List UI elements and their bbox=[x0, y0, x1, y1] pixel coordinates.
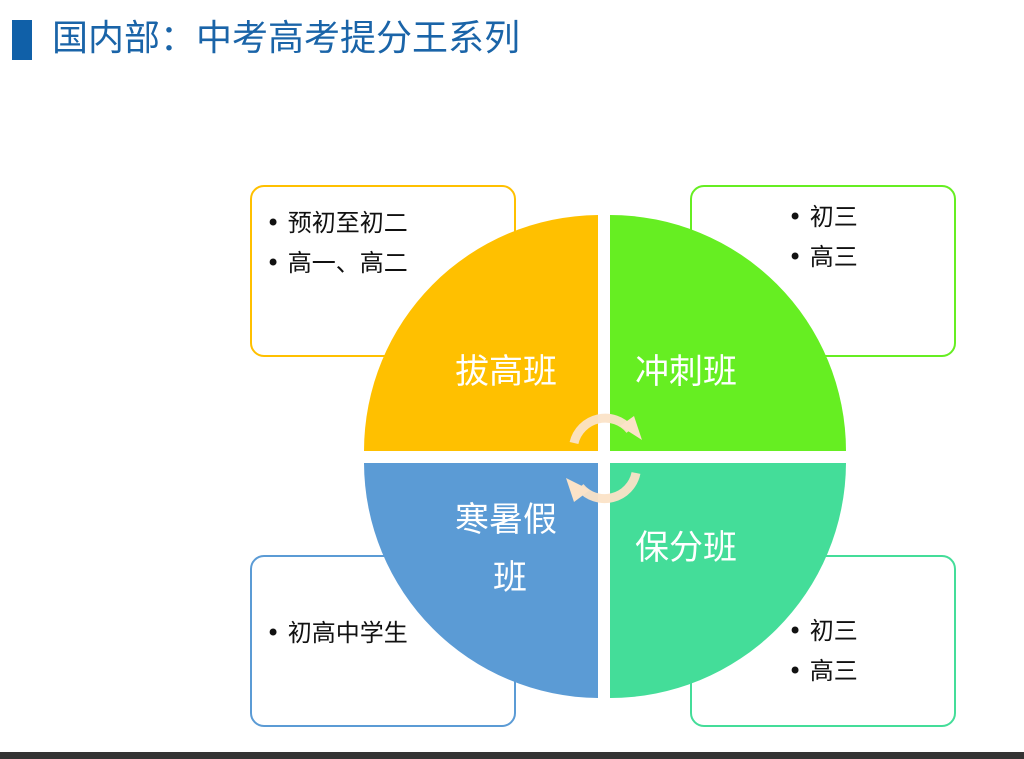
quadrant-bottom-left bbox=[364, 463, 598, 698]
quadrant-top-left bbox=[364, 215, 598, 451]
quadrant-bottom-right bbox=[610, 463, 846, 698]
list-item: 高一、高二 bbox=[266, 243, 408, 283]
quadrant-label-chongci: 冲刺班 bbox=[635, 352, 737, 392]
quadrant-label-hanshujia-line2: 班 bbox=[493, 558, 527, 598]
quadrant-label-bagao: 拔高班 bbox=[455, 352, 557, 392]
list-item: 初三 bbox=[788, 611, 858, 651]
page-title: 国内部：中考高考提分王系列 bbox=[52, 18, 521, 59]
quadrant-label-baofen: 保分班 bbox=[635, 528, 737, 568]
box-top-left: 预初至初二高一、高二 bbox=[250, 185, 516, 357]
list-item: 初三 bbox=[788, 197, 858, 237]
list-item: 预初至初二 bbox=[266, 203, 408, 243]
quadrant-label-hanshujia: 寒暑假 bbox=[455, 500, 557, 540]
quadrant-top-right bbox=[610, 215, 846, 451]
title-accent-bar bbox=[12, 20, 32, 60]
bottom-divider bbox=[0, 752, 1024, 759]
list-item: 高三 bbox=[788, 651, 858, 691]
list-item: 初高中学生 bbox=[266, 613, 408, 653]
list-item: 高三 bbox=[788, 237, 858, 277]
